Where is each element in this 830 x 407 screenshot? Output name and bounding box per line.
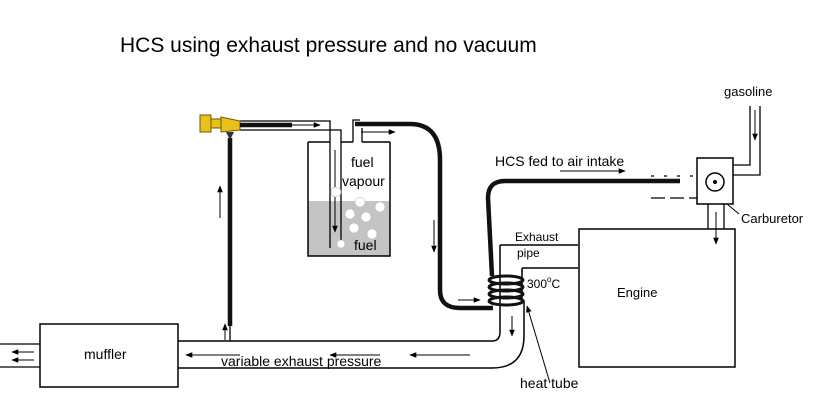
carburetor-pointer	[726, 203, 740, 215]
exhaust-pipe-upper-wall	[178, 300, 501, 342]
carburetor-center	[713, 180, 717, 184]
hcs-feed-line	[485, 178, 680, 277]
fuel-tank	[307, 142, 391, 257]
bubble	[354, 196, 366, 208]
hcs-fed-label: HCS fed to air intake	[495, 153, 624, 169]
coil-turn	[487, 295, 525, 307]
variable-exhaust-pressure-label: variable exhaust pressure	[221, 353, 382, 369]
diagram-title: HCS using exhaust pressure and no vacuum	[120, 34, 537, 57]
valve-body	[220, 116, 241, 133]
temperature-label: 300oC	[527, 275, 560, 291]
inlet-pipe-outer	[240, 120, 331, 248]
fuel-vapour-label-1: fuel	[351, 154, 374, 170]
control-valve	[199, 114, 241, 140]
muffler-box	[39, 323, 179, 388]
valve-port	[226, 132, 234, 140]
heat-tube-coil	[487, 274, 525, 307]
vapour-line	[355, 121, 493, 311]
gasoline-line-inner	[733, 106, 761, 176]
gasoline-label: gasoline	[724, 84, 772, 99]
carburetor-label: Carburetor	[741, 211, 804, 226]
bubble	[360, 211, 372, 223]
fuel-label: fuel	[354, 237, 377, 253]
bubble	[366, 228, 378, 240]
fuel-vapour-label-2: vapour	[342, 173, 385, 189]
engine-label: Engine	[617, 285, 657, 300]
heat-tube-label: heat tube	[520, 375, 579, 391]
vapour-outlet-left	[352, 119, 360, 142]
valve-stem	[210, 118, 222, 129]
exhaust-label: Exhaust	[515, 230, 559, 244]
heat-tube-pointer	[526, 305, 551, 384]
inlet-pipe-inner	[240, 129, 342, 248]
bubble	[344, 208, 356, 220]
bubble	[348, 222, 360, 234]
fuel-bubbles	[330, 186, 386, 249]
valve-handle	[199, 114, 212, 133]
muffler-label: muffler	[84, 346, 127, 362]
engine-box	[578, 228, 736, 368]
pipe-label: pipe	[517, 246, 540, 260]
exhaust-pipe-lower-wall	[178, 300, 525, 369]
gasoline-line-outer	[733, 106, 751, 166]
bubble	[374, 201, 386, 213]
bubble	[330, 186, 342, 198]
bubble	[336, 239, 346, 249]
